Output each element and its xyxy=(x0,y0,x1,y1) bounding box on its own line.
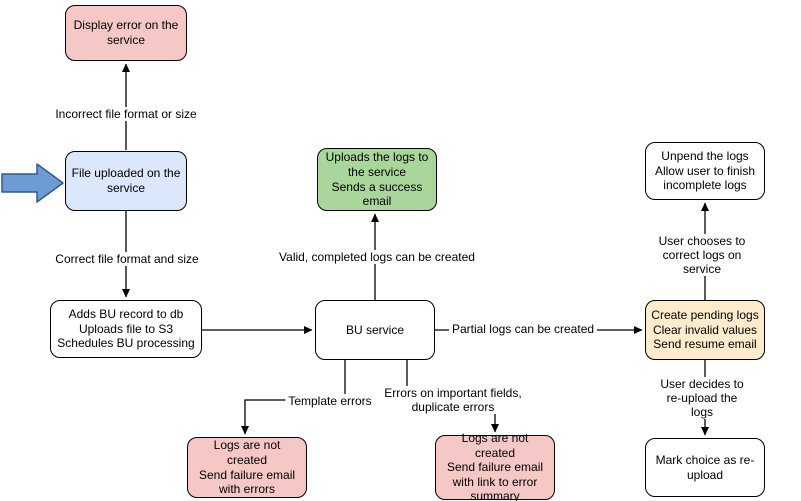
edge-label-correct-format: Correct file format and size xyxy=(52,251,202,267)
edge-label-template-errors: Template errors xyxy=(285,393,375,409)
edge-label-user-chooses: User chooses to correct logs on service xyxy=(652,233,752,277)
node-logs-not-created-errors: Logs are not created Send failure email … xyxy=(187,437,307,498)
node-create-pending-logs: Create pending logs Clear invalid values… xyxy=(645,300,765,360)
entry-point-arrow xyxy=(1,163,64,203)
node-bu-service: BU service xyxy=(315,300,435,360)
edge-label-incorrect-format: Incorrect file format or size xyxy=(52,106,200,122)
edge-label-important-fields: Errors on important fields, duplicate er… xyxy=(381,385,525,415)
edge-label-user-decides: User decides to re-upload the logs xyxy=(652,376,752,420)
node-unpend-logs: Unpend the logs Allow user to finish inc… xyxy=(645,142,765,200)
node-mark-choice-reupload: Mark choice as re- upload xyxy=(645,438,765,497)
edge-label-valid-completed: Valid, completed logs can be created xyxy=(276,249,478,265)
node-logs-not-created-summary: Logs are not created Send failure email … xyxy=(435,431,555,501)
node-display-error: Display error on the service xyxy=(65,5,187,61)
node-adds-bu-record: Adds BU record to db Uploads file to S3 … xyxy=(50,300,202,358)
node-file-uploaded: File uploaded on the service xyxy=(65,151,187,211)
edge-label-partial-logs: Partial logs can be created xyxy=(448,321,598,337)
node-uploads-logs-success: Uploads the logs to the service Sends a … xyxy=(317,148,437,211)
